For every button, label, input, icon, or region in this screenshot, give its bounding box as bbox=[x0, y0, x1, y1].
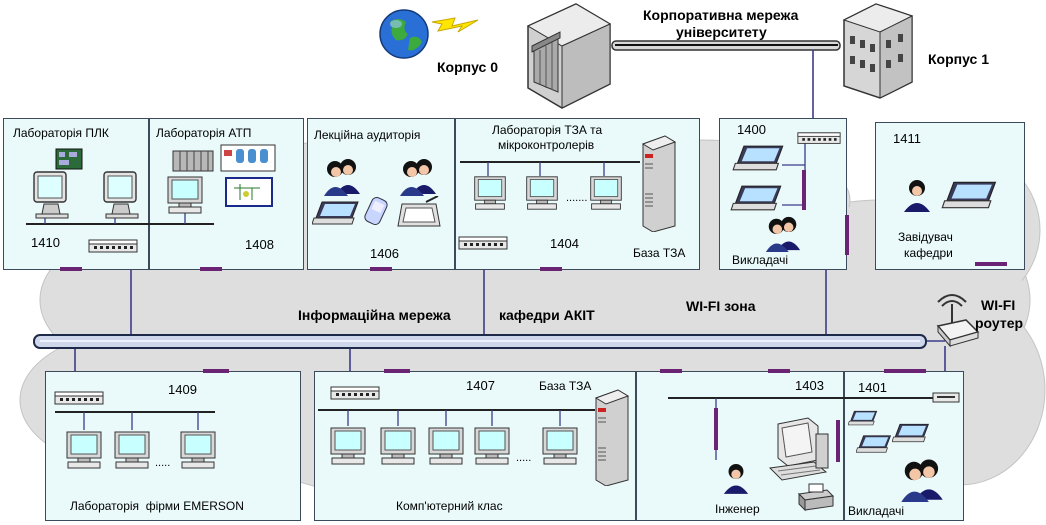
pc-icon bbox=[590, 176, 622, 210]
room-1409-number: 1409 bbox=[168, 382, 197, 397]
backbone-label-right: кафедри АКІТ bbox=[499, 307, 595, 323]
laptop-icon bbox=[856, 435, 892, 453]
wireless-bolt-icon bbox=[431, 17, 479, 33]
room-1404-title-2: мікроконтролерів bbox=[498, 138, 595, 152]
process-scheme-icon bbox=[220, 144, 276, 207]
laptop-icon bbox=[732, 145, 784, 171]
pc-icon bbox=[474, 176, 506, 210]
room-1407-number: 1407 bbox=[466, 378, 495, 393]
switch-icon bbox=[797, 132, 841, 144]
building-icon bbox=[526, 3, 612, 109]
building0-label: Корпус 0 bbox=[437, 59, 499, 75]
server-icon bbox=[641, 135, 677, 232]
room-1411-head: Завідувач bbox=[898, 230, 953, 244]
room-1408-title: Лабораторія АТП bbox=[156, 126, 252, 140]
corporate-network-label-2: університету bbox=[676, 24, 767, 40]
people-icon bbox=[765, 216, 801, 252]
backbone-label-left: Інформаційна мережа bbox=[298, 307, 451, 323]
router-label-2: роутер bbox=[975, 315, 1024, 331]
pc-icon bbox=[428, 427, 464, 465]
building1-label: Корпус 1 bbox=[928, 51, 990, 67]
laptop-icon bbox=[892, 423, 929, 443]
pc-icon bbox=[474, 427, 510, 465]
room-1404-title: Лабораторія ТЗА та bbox=[492, 123, 603, 137]
room-1406-number: 1406 bbox=[370, 246, 399, 261]
room-1409-title: Лабораторія фірми EMERSON bbox=[70, 499, 244, 513]
monitor-icon bbox=[33, 171, 69, 219]
room-1404-number: 1404 bbox=[550, 236, 579, 251]
pc-icon bbox=[114, 431, 150, 469]
pc-icon bbox=[167, 176, 203, 214]
switch-icon bbox=[458, 236, 508, 250]
room-1406-title: Лекційна аудиторія bbox=[314, 128, 421, 142]
monitor-icon bbox=[103, 171, 139, 219]
printer-icon bbox=[797, 483, 835, 512]
wifi-router-icon bbox=[936, 294, 980, 348]
router-label: WI-FI bbox=[981, 297, 1016, 313]
pc-icon bbox=[542, 427, 578, 465]
switch-icon bbox=[932, 392, 960, 403]
room-1403-people: Інженер bbox=[715, 502, 760, 516]
laptop-icon bbox=[312, 201, 359, 225]
room-1410-title: Лабораторія ПЛК bbox=[13, 126, 109, 140]
backbone-pipe bbox=[33, 334, 927, 349]
laptop-icon bbox=[730, 185, 782, 211]
room-1404-base: База ТЗА bbox=[633, 246, 686, 260]
pc-icon bbox=[180, 431, 216, 469]
more-dots: ....... bbox=[566, 192, 588, 204]
room-1401-number: 1401 bbox=[858, 380, 887, 395]
room-1407-base: База ТЗА bbox=[539, 379, 592, 393]
building-icon bbox=[842, 3, 914, 99]
more-dots: ..... bbox=[155, 457, 171, 469]
people-icon bbox=[901, 459, 943, 502]
pc-icon bbox=[380, 427, 416, 465]
room-1410-number: 1410 bbox=[31, 235, 60, 250]
corporate-network-bar bbox=[611, 40, 841, 51]
wifi-zone-label: WI-FI зона bbox=[686, 298, 756, 314]
room-1400-number: 1400 bbox=[737, 122, 766, 137]
room-1411-head-2: кафедри bbox=[904, 246, 953, 260]
plc-board-icon bbox=[55, 148, 83, 170]
pc-icon bbox=[526, 176, 558, 210]
room-1403-number: 1403 bbox=[795, 378, 824, 393]
desktop-computer-icon bbox=[768, 417, 829, 481]
people-icon bbox=[400, 159, 436, 196]
laptop-icon bbox=[941, 181, 997, 209]
room-1400-people: Викладачі bbox=[732, 253, 789, 267]
room-1408-number: 1408 bbox=[245, 237, 274, 252]
room-1411-number: 1411 bbox=[893, 131, 921, 146]
person-icon bbox=[904, 180, 930, 212]
switch-icon bbox=[330, 386, 380, 400]
room-1401-people: Викладачі bbox=[848, 504, 905, 518]
pda-icon bbox=[364, 196, 388, 226]
server-icon bbox=[594, 389, 630, 486]
more-dots: ..... bbox=[516, 452, 532, 464]
globe-icon bbox=[379, 9, 429, 59]
plc-rack-icon bbox=[172, 150, 214, 172]
graphics-tablet-icon bbox=[397, 196, 441, 227]
room-1407-title: Комп'ютерний клас bbox=[396, 499, 503, 513]
people-icon bbox=[324, 159, 360, 196]
switch-icon bbox=[88, 239, 138, 253]
laptop-icon bbox=[848, 410, 878, 426]
person-icon bbox=[723, 464, 749, 494]
pc-icon bbox=[330, 427, 366, 465]
switch-icon bbox=[54, 391, 104, 405]
pc-icon bbox=[66, 431, 102, 469]
corporate-network-label: Корпоративна мережа bbox=[643, 7, 799, 23]
